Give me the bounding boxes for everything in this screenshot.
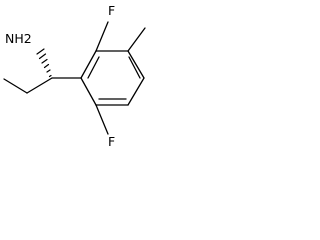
fluorine-label-bottom: F [108,134,115,149]
double-bond-c3-c4 [128,56,141,79]
hashed-wedge-bond [36,48,52,78]
chemical-structure-diagram: NH2 F F [3,3,146,149]
bond-ring-c1-c2 [80,50,97,79]
double-bond-c1-c2 [87,56,100,79]
bond-ring-c4-c5 [127,77,145,106]
structure-canvas: NH2 F F [0,0,166,154]
fluorine-label-top: F [108,3,115,18]
bond-ring-fluorine-bottom [95,104,109,135]
amine-label: NH2 [5,31,32,46]
bond-ethyl-methyl [3,78,28,94]
bond-lines [3,21,146,135]
bond-ring-c3-c4 [127,50,145,79]
bond-ring-c6-c1 [80,77,97,106]
bond-ring-fluorine-top [95,21,109,52]
bond-chiral-ethyl [26,77,53,94]
bond-ring-methyl [127,27,146,52]
